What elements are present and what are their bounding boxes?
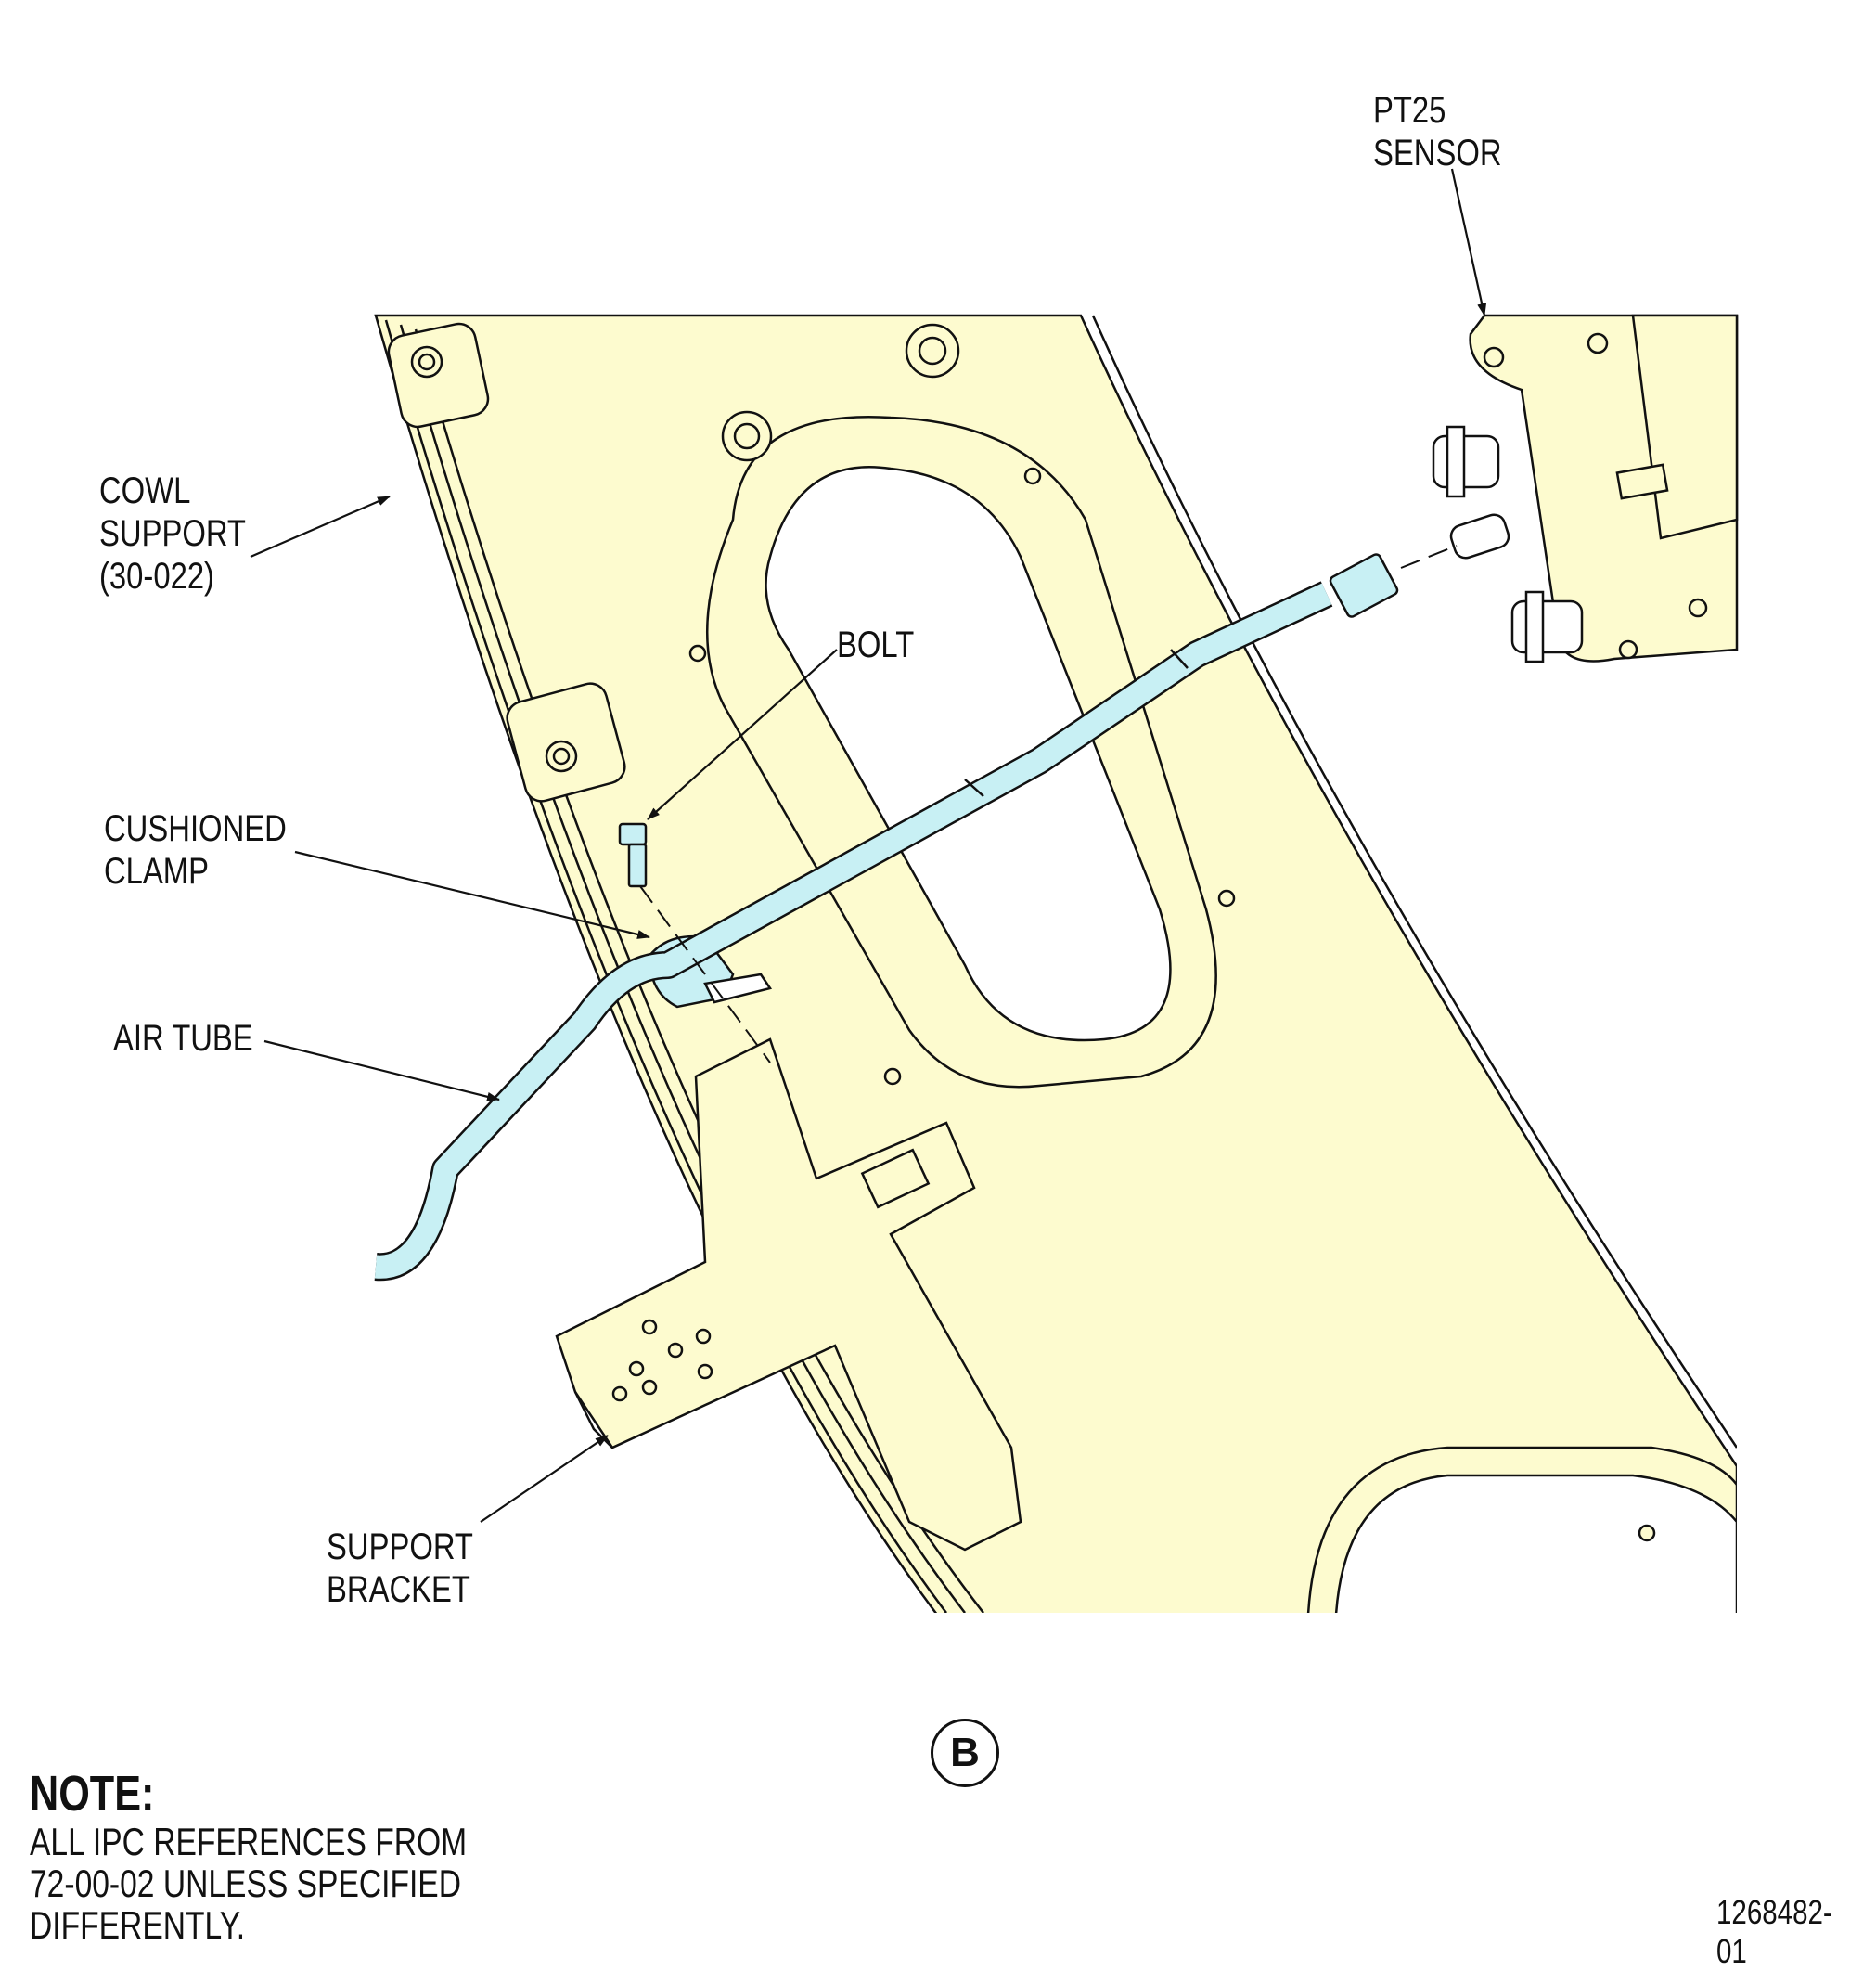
document-number: 1268482-01 xyxy=(1716,1893,1832,1970)
air-tube-nut xyxy=(1329,553,1399,618)
sensor-connectors xyxy=(1432,425,1584,663)
pt25-sensor xyxy=(1432,314,1739,663)
oval-cutout xyxy=(765,465,1172,1042)
note-line: ALL IPC REFERENCES FROM xyxy=(30,1820,468,1863)
air-tube xyxy=(374,553,1399,1282)
assembly-lines xyxy=(639,545,1458,1063)
support-bracket-label: SUPPORT BRACKET xyxy=(327,1527,473,1610)
cowl-support-label: COWL SUPPORT (30-022) xyxy=(99,470,246,597)
cushioned-clamp-label: CUSHIONED CLAMP xyxy=(104,808,287,892)
air-tube-label: AIR TUBE xyxy=(113,1018,253,1059)
note-line: 72-00-02 UNLESS SPECIFIED xyxy=(30,1862,461,1905)
leader-lines xyxy=(250,168,1487,1523)
bolt-label: BOLT xyxy=(837,625,915,665)
lower-cutout xyxy=(1334,1474,1737,1613)
bracket-holes xyxy=(611,1319,713,1402)
support-bracket xyxy=(555,1037,1022,1552)
note-line: DIFFERENTLY. xyxy=(30,1903,246,1947)
pt25-sensor-label: PT25 SENSOR xyxy=(1373,90,1502,174)
view-label-b: B xyxy=(931,1719,999,1787)
bolt xyxy=(618,822,648,888)
panel-bosses xyxy=(387,322,1656,1542)
note-heading: NOTE: xyxy=(30,1766,155,1822)
cowl-support-panel xyxy=(374,314,1737,1613)
note-body: ALL IPC REFERENCES FROM 72-00-02 UNLESS … xyxy=(30,1821,467,1946)
